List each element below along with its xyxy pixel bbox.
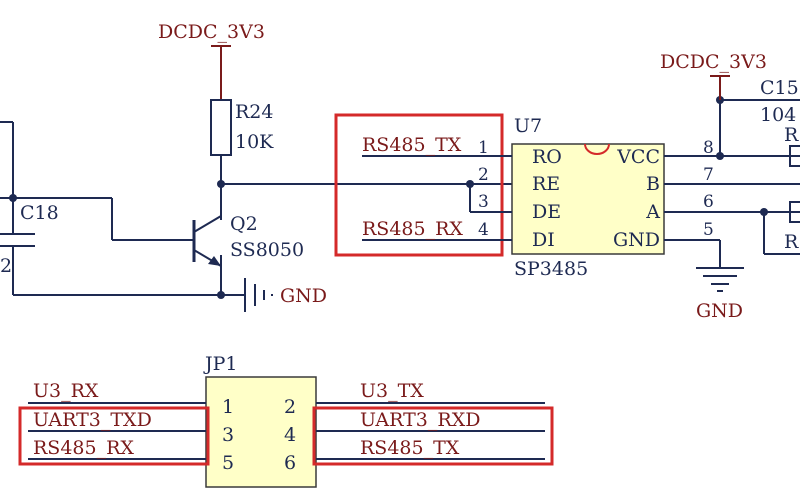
jp1-left-highlight-box — [18, 406, 210, 466]
jp1-pin-num: 3 — [222, 424, 234, 446]
u7-tx-net-label: RS485_TX — [362, 134, 462, 156]
q2-part: SS8050 — [230, 239, 304, 261]
jp1-body — [205, 376, 317, 488]
power-net-label-top: DCDC_3V3 — [158, 21, 265, 43]
u7-pin-name: GND — [613, 229, 660, 251]
u7-pin-name: VCC — [616, 146, 660, 168]
u7-pin-name: DE — [532, 201, 561, 223]
c15-ref: C15 — [760, 77, 799, 99]
u7-pin-name: A — [645, 201, 660, 223]
right-partial-r-lower: R — [784, 231, 799, 253]
c15-value: 104 — [760, 104, 796, 126]
power-symbol-top — [211, 45, 231, 100]
gnd-symbol-u7 — [696, 267, 744, 292]
u7-pin-num: 7 — [703, 165, 714, 185]
jp1-pin-numbers: 1 3 5 2 4 6 — [222, 396, 296, 474]
c18-ref: C18 — [20, 202, 59, 224]
jp1-pin-num: 6 — [284, 452, 296, 474]
u7-pin-num: 5 — [703, 220, 714, 240]
u7-rx-net-label: RS485_RX — [362, 218, 463, 240]
u7-net-highlight-box — [334, 113, 504, 257]
r24-ref: R24 — [235, 101, 273, 123]
u7-pin-numbers: 1 2 3 4 8 7 6 5 — [478, 138, 714, 240]
u7-pin-num: 3 — [478, 192, 489, 212]
u7-pin-num: 1 — [478, 138, 489, 158]
jp1-left-net-1: UART3_TXD — [33, 409, 152, 431]
power-symbol-right — [710, 75, 730, 100]
power-net-label-right: DCDC_3V3 — [660, 51, 767, 73]
r24-value: 10K — [235, 131, 274, 153]
q2-ref: Q2 — [230, 213, 258, 235]
jp1-right-net-1: UART3_RXD — [360, 409, 480, 431]
u7-pin-num: 4 — [478, 220, 489, 240]
wires-q2-section — [0, 121, 512, 296]
jp1-right-highlight-box — [312, 406, 554, 466]
junction-dots-q2 — [9, 180, 225, 299]
u7-pin-names: RO RE DE DI VCC B A GND — [532, 146, 660, 251]
u7-body — [511, 143, 665, 255]
jp1-left-header-net: U3_RX — [33, 380, 99, 402]
q2-emitter-arrow — [208, 256, 221, 266]
u7-part: SP3485 — [514, 258, 588, 280]
gnd-label-u7: GND — [696, 300, 743, 322]
u7-pin-name: RE — [532, 173, 560, 195]
u7-pin-num: 2 — [478, 165, 489, 185]
jp1-pin-num: 2 — [284, 396, 296, 418]
u7-pin-num: 8 — [703, 138, 714, 158]
gnd-label-q2: GND — [280, 285, 327, 307]
right-partial-r-upper: R — [784, 124, 799, 146]
jp1-pin-num: 4 — [284, 424, 296, 446]
u7-pin-name: B — [646, 173, 660, 195]
u7-notch — [584, 143, 610, 155]
u7-pin-name: RO — [532, 146, 562, 168]
jp1-right-header-net: U3_TX — [360, 380, 424, 402]
u7-ref: U7 — [514, 115, 542, 137]
jp1-pin-num: 5 — [222, 452, 234, 474]
c18-value-partial: 2 — [0, 255, 12, 277]
jp1-left-net-2: RS485_RX — [33, 437, 134, 459]
r24-body — [210, 99, 232, 156]
jp1-pin-num: 1 — [222, 396, 234, 418]
u7-pin-num: 6 — [703, 192, 714, 212]
jp1-ref: JP1 — [203, 353, 238, 375]
wires-u7 — [362, 99, 800, 268]
gnd-symbol-q2 — [244, 278, 273, 312]
jp1-right-net-2: RS485_TX — [360, 437, 460, 459]
wires-jp1 — [28, 402, 545, 460]
u7-pin-name: DI — [532, 229, 555, 251]
